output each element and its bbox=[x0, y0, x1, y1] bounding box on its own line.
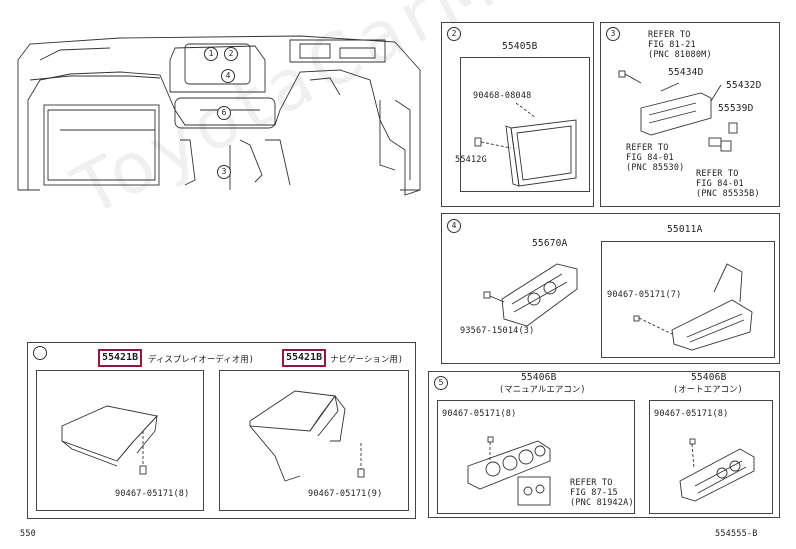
callout-4: 4 bbox=[221, 69, 235, 83]
panel-2-clip-label: 90468-08048 bbox=[473, 91, 532, 101]
panel-3-refer1: REFER TO FIG 81-21 (PNC 81080M) bbox=[648, 30, 712, 60]
panel-3-refer3: REFER TO FIG 84-01 (PNC 85535B) bbox=[696, 169, 760, 199]
panel-1-left-part: 55421B bbox=[98, 349, 143, 367]
panel-4-number: 4 bbox=[447, 219, 461, 233]
panel-4: 4 55670A 93567-15014(3) 55011A 90467-051… bbox=[441, 213, 780, 364]
panel-3-refer2-line1: REFER TO bbox=[626, 143, 669, 153]
manual-ac-panel-drawing bbox=[467, 436, 551, 506]
panel-1-right-part: 55421B bbox=[282, 349, 327, 367]
panel-4-right-screw: 90467-05171(7) bbox=[607, 290, 682, 300]
panel-1-left-clip: 90467-05171(8) bbox=[115, 489, 190, 499]
panel-5-refer-line3: (PNC 81942A) bbox=[570, 498, 634, 508]
panel-2-frame: 90468-08048 55412G bbox=[455, 57, 590, 192]
panel-5-right-frame: 90467-05171(8) bbox=[649, 400, 773, 514]
panel-3-part2: 55432D bbox=[726, 80, 762, 91]
panel-2-number: 2 bbox=[447, 27, 461, 41]
callout-2: 2 bbox=[224, 47, 238, 61]
panel-5-left-sub: (マニュアルエアコン) bbox=[499, 385, 586, 395]
panel-3: 3 REFER TO FIG 81-21 (PNC 81080M) 55434D… bbox=[600, 22, 780, 207]
panel-3-refer2-line3: (PNC 85530) bbox=[626, 163, 685, 173]
navigation-cover-drawing bbox=[249, 390, 365, 482]
panel-1-right-jp: ナビゲーション用) bbox=[330, 355, 403, 365]
callout-1: 1 bbox=[204, 47, 218, 61]
callout-6: 6 bbox=[217, 106, 231, 120]
panel-5-refer: REFER TO FIG 87-15 (PNC 81942A) bbox=[570, 478, 634, 508]
footer-right: 554555-B bbox=[715, 529, 758, 539]
panel-5-refer-line1: REFER TO bbox=[570, 478, 613, 488]
display-cover-drawing bbox=[61, 405, 158, 475]
panel-5-left-clip: 90467-05171(8) bbox=[442, 409, 517, 419]
panel-1-left-frame: 90467-05171(8) bbox=[36, 370, 204, 511]
panel-1-right-frame: 90467-05171(9) bbox=[219, 370, 409, 511]
panel-3-refer1-line1: REFER TO bbox=[648, 30, 691, 40]
panel-3-refer3-line2: FIG 84-01 bbox=[696, 179, 744, 189]
panel-4-left-screw: 93567-15014(3) bbox=[460, 326, 535, 336]
panel-2: 2 55405B 90468-08048 55412G bbox=[441, 22, 594, 207]
panel-5: 5 55406B (マニュアルエアコン) 55406B (オートエアコン) 90… bbox=[428, 371, 780, 518]
panel-2-bracket-label: 55412G bbox=[455, 155, 487, 165]
panel-3-number: 3 bbox=[606, 27, 620, 41]
panel-3-part1: 55434D bbox=[668, 67, 704, 78]
display-bezel-drawing bbox=[474, 102, 577, 187]
panel-3-refer2: REFER TO FIG 84-01 (PNC 85530) bbox=[626, 143, 685, 173]
panel-5-right-sub: (オートエアコン) bbox=[673, 385, 743, 395]
panel-5-number: 5 bbox=[434, 376, 448, 390]
panel-4-right-title: 55011A bbox=[667, 224, 703, 235]
switch-panel-drawing bbox=[618, 70, 738, 152]
footer-left: 550 bbox=[20, 529, 36, 539]
callout-3: 3 bbox=[217, 165, 231, 179]
panel-1-right-clip: 90467-05171(9) bbox=[308, 489, 383, 499]
panel-4-left-title: 55670A bbox=[532, 238, 568, 249]
vent-assembly-drawing bbox=[483, 263, 578, 327]
panel-1: 55421B ディスプレイオーディオ用) 55421B ナビゲーション用) 90… bbox=[27, 342, 416, 519]
panel-3-part3: 55539D bbox=[718, 103, 754, 114]
panel-3-refer1-line3: (PNC 81080M) bbox=[648, 50, 712, 60]
panel-5-left-title: 55406B bbox=[521, 372, 557, 383]
panel-5-right-title: 55406B bbox=[691, 372, 727, 383]
panel-4-sub-frame: 90467-05171(7) bbox=[601, 241, 775, 358]
panel-3-refer2-line2: FIG 84-01 bbox=[626, 153, 674, 163]
panel-5-right-clip: 90467-05171(8) bbox=[654, 409, 729, 419]
panel-3-refer1-line2: FIG 81-21 bbox=[648, 40, 696, 50]
panel-3-refer3-line1: REFER TO bbox=[696, 169, 739, 179]
auto-ac-panel-drawing bbox=[679, 438, 755, 502]
panel-5-left-frame: 90467-05171(8) REFER TO FIG 87-15 (PNC 8… bbox=[437, 400, 635, 514]
panel-1-left-jp: ディスプレイオーディオ用) bbox=[148, 355, 254, 365]
panel-1-number bbox=[33, 346, 47, 360]
panel-2-title: 55405B bbox=[502, 41, 538, 52]
dashboard-drawing bbox=[17, 35, 421, 196]
vent-housing-drawing bbox=[633, 263, 753, 351]
panel-3-refer3-line3: (PNC 85535B) bbox=[696, 189, 760, 199]
panel-5-refer-line2: FIG 87-15 bbox=[570, 488, 618, 498]
